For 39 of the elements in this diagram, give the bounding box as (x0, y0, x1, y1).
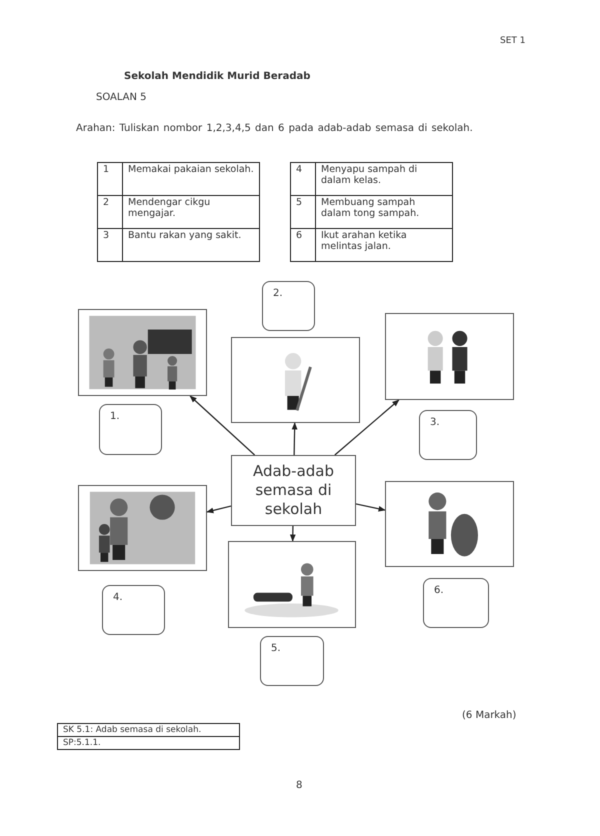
answer-box: 4. (102, 585, 165, 635)
picture-frame (385, 481, 514, 567)
arrow (292, 422, 298, 456)
table-cell: 6 (290, 228, 316, 262)
table-cell: Membuang sampah dalam tong sampah. (316, 196, 452, 228)
table-cell: Ikut arahan ketika melintas jalan. (316, 228, 452, 262)
answer-box: 3. (419, 410, 477, 460)
marks-label: (6 Markah) (462, 710, 516, 721)
answer-box: 2. (262, 281, 315, 331)
table-cell: 1 (98, 162, 122, 196)
instruction-text: Arahan: Tuliskan nombor 1,2,3,4,5 dan 6 pada adab-adab semasa di sekolah. (76, 123, 474, 136)
table-cell: Menyapu sampah di dalam kelas. (316, 162, 452, 196)
table-cell: 5 (290, 196, 316, 228)
set-label: SET 1 (500, 36, 526, 46)
table-cell: SK 5.1: Adab semasa di sekolah. (57, 723, 240, 737)
table-cell: SP:5.1.1. (57, 737, 240, 750)
table-cell: Bantu rakan yang sakit. (122, 228, 260, 262)
title: Sekolah Mendidik Murid Beradab (124, 71, 310, 82)
table-cell: 4 (290, 162, 316, 196)
picture-frame (228, 541, 356, 628)
picture-frame (385, 313, 514, 400)
arrow (290, 526, 296, 542)
picture-frame (231, 337, 360, 423)
table-cell: Memakai pakaian sekolah. (122, 162, 260, 196)
page-number: 8 (296, 780, 302, 791)
question-number: SOALAN 5 (96, 92, 147, 103)
answer-box: 5. (260, 636, 324, 686)
table-cell: 2 (98, 196, 122, 228)
arrow (334, 400, 400, 456)
arrow (190, 396, 256, 456)
arrow (356, 503, 386, 512)
table-cell: 3 (98, 228, 122, 262)
picture-frame (78, 309, 207, 396)
picture-frame (78, 485, 207, 571)
answer-box: 6. (423, 578, 489, 628)
answer-box: 1. (99, 404, 162, 455)
table-cell: Mendengar cikgu mengajar. (122, 196, 260, 228)
arrow (206, 505, 232, 514)
topic-box: Adab-adab semasa di sekolah (231, 455, 356, 526)
